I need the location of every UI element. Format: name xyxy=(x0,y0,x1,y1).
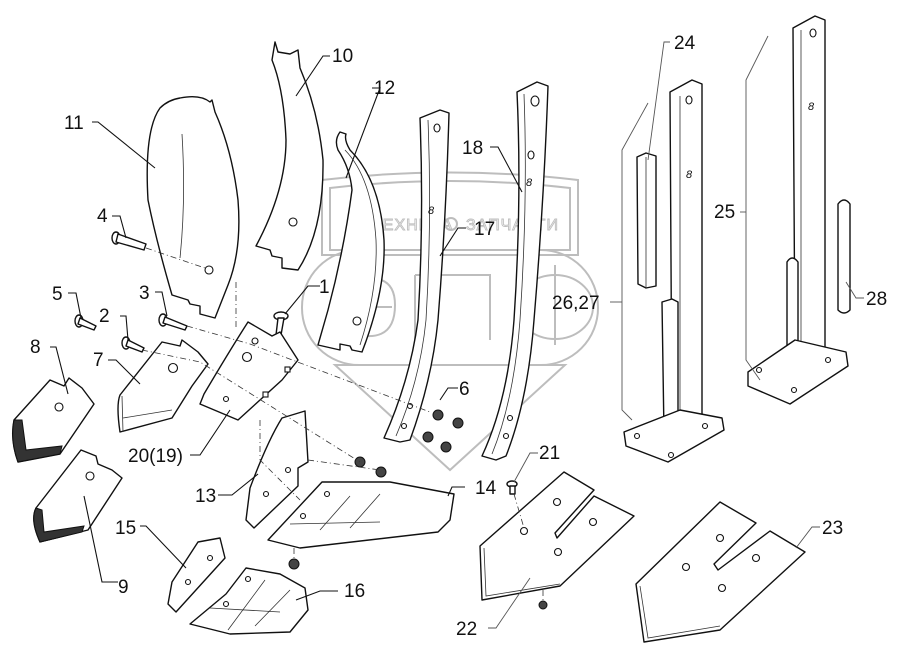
part-9-carbide-point[interactable] xyxy=(33,449,123,543)
callout-4: 4 xyxy=(97,206,108,227)
callout-20-19: 20(19) xyxy=(128,446,183,467)
part-4-bolt[interactable] xyxy=(111,231,147,251)
svg-text:8: 8 xyxy=(526,177,533,189)
callout-9: 9 xyxy=(118,577,129,598)
callout-28: 28 xyxy=(866,289,887,310)
assembly-lines xyxy=(141,247,544,600)
part-26-27-stand[interactable]: 8 xyxy=(623,79,725,463)
callouts: 11 10 12 4 5 2 3 1 18 17 8 7 20(19) 6 13… xyxy=(30,33,887,640)
callout-15: 15 xyxy=(115,518,136,539)
callout-2: 2 xyxy=(99,306,110,327)
callout-3: 3 xyxy=(139,283,150,304)
callout-5: 5 xyxy=(52,284,63,305)
callout-8: 8 xyxy=(30,337,41,358)
callout-22: 22 xyxy=(456,619,477,640)
callout-1: 1 xyxy=(319,277,330,298)
part-15-small-wing[interactable] xyxy=(167,537,226,613)
part-21-bolt[interactable] xyxy=(506,480,518,495)
callout-25: 25 xyxy=(714,202,735,223)
callout-11: 11 xyxy=(64,113,84,134)
callout-16: 16 xyxy=(344,581,365,602)
part-3-bolt[interactable] xyxy=(158,313,188,331)
callout-13: 13 xyxy=(195,486,216,507)
callout-14: 14 xyxy=(475,478,497,499)
part-2-bolt[interactable] xyxy=(121,336,145,353)
part-23-sweep[interactable] xyxy=(635,501,806,643)
callout-23: 23 xyxy=(822,518,843,539)
part-24-rack[interactable] xyxy=(636,152,657,289)
part-6-nuts[interactable] xyxy=(354,409,464,478)
svg-text:8: 8 xyxy=(686,169,693,181)
part-18-shank[interactable]: 8 xyxy=(481,81,549,461)
part-8-carbide-point[interactable] xyxy=(11,377,95,463)
svg-text:8: 8 xyxy=(808,101,815,113)
callout-18: 18 xyxy=(462,138,483,159)
svg-text:8: 8 xyxy=(428,205,435,217)
part-22-sweep[interactable] xyxy=(479,471,635,610)
callout-24: 24 xyxy=(674,33,696,54)
callout-17: 17 xyxy=(474,219,495,240)
callout-26-27: 26,27 xyxy=(552,293,600,314)
part-7-point[interactable] xyxy=(117,339,209,433)
part-20-bracket[interactable] xyxy=(199,321,299,421)
callout-6: 6 xyxy=(459,379,470,400)
callout-21: 21 xyxy=(539,443,560,464)
part-1-bolt[interactable] xyxy=(273,311,289,336)
part-16-wing-blade[interactable] xyxy=(189,567,309,635)
part-17-shank[interactable]: 8 xyxy=(383,109,450,443)
callout-12: 12 xyxy=(374,78,395,99)
part-14-wing-blade[interactable] xyxy=(267,481,455,570)
part-11-shield[interactable] xyxy=(146,95,240,319)
callout-7: 7 xyxy=(93,350,104,371)
part-28-pin[interactable] xyxy=(837,199,851,314)
part-10-curved-plate[interactable] xyxy=(255,41,324,271)
callout-10: 10 xyxy=(332,46,353,67)
leader-lines xyxy=(50,35,864,629)
part-25-stand[interactable]: 8 xyxy=(747,15,849,405)
part-5-bolt[interactable] xyxy=(74,314,97,331)
